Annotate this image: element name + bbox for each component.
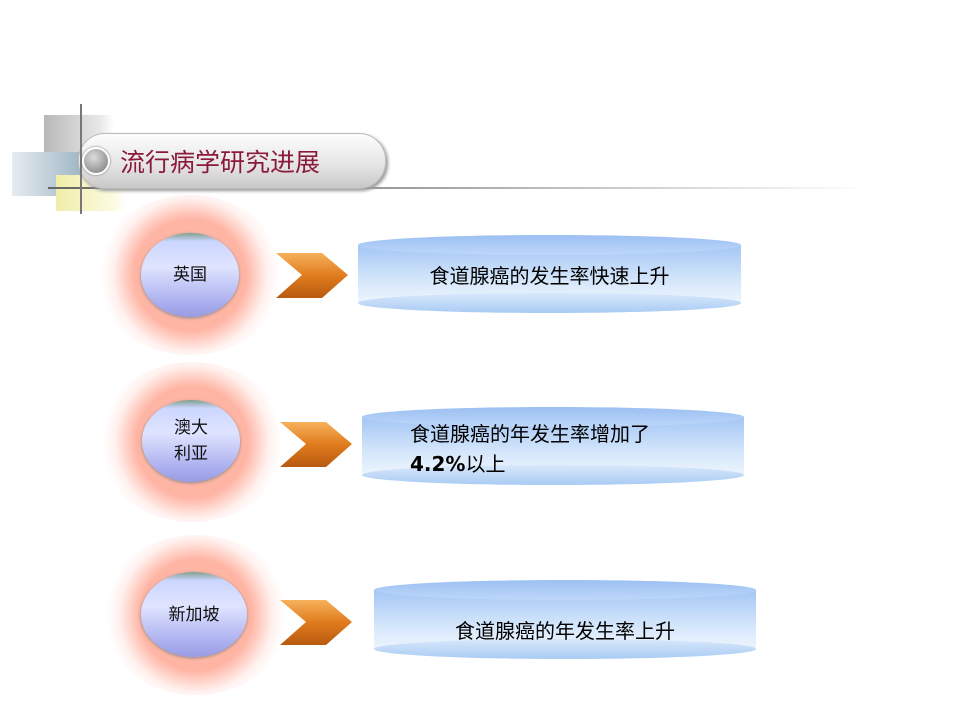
country-label: 澳大利亚 <box>174 418 208 464</box>
country-circle-singapore: 新加坡 <box>141 572 247 657</box>
slide-title: 流行病学研究进展 <box>120 148 321 177</box>
country-circle-uk: 英国 <box>141 233 239 317</box>
result-cylinder: 食道腺癌的年发生率上升 <box>374 580 756 659</box>
country-label: 新加坡 <box>168 604 220 625</box>
chevron-arrow-icon <box>276 253 348 298</box>
result-text: 食道腺癌的年发生率上升 <box>455 619 675 643</box>
country-circle-australia: 澳大利亚 <box>142 400 240 482</box>
bullet-knob-icon <box>82 147 110 175</box>
chevron-arrow-icon <box>280 600 352 645</box>
chevron-arrow-icon <box>280 422 352 467</box>
decor-vertical-line <box>80 104 82 214</box>
result-cylinder: 食道腺癌的发生率快速上升 <box>358 235 741 313</box>
country-label: 英国 <box>173 265 207 285</box>
header-divider <box>48 187 868 189</box>
result-text: 食道腺癌的发生率快速上升 <box>429 263 670 288</box>
title-pill <box>78 133 386 189</box>
